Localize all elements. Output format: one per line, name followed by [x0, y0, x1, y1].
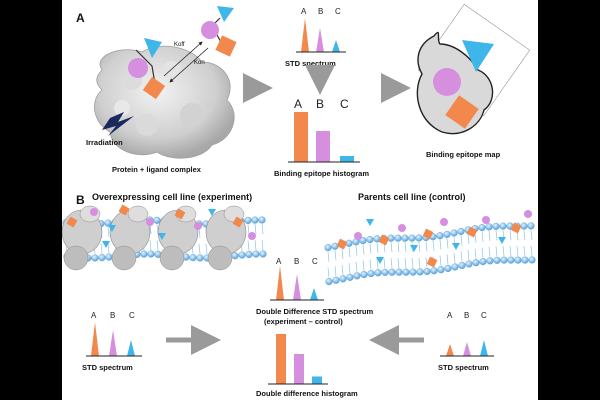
peak-label-b: B: [294, 257, 299, 266]
figure-svg: A Koff Kon Irradiation Protein + ligand …: [62, 3, 536, 398]
peak-label-b: B: [464, 311, 469, 320]
histogram-bar: [294, 112, 308, 162]
triangle-icon: [366, 219, 374, 226]
double-difference-spectrum: A B C: [270, 257, 324, 301]
histogram-label-a: Binding epitope histogram: [274, 169, 369, 178]
bound-ligand: [128, 38, 166, 100]
protein-surface: [94, 45, 235, 159]
irradiation-label: Irradiation: [86, 138, 123, 147]
square-icon: [118, 204, 130, 216]
free-ligand: [201, 6, 237, 57]
experiment-title: Overexpressing cell line (experiment): [92, 192, 252, 202]
circle-icon: [398, 224, 406, 232]
square-icon: [510, 222, 522, 234]
dd-histogram-label: Double difference histogram: [256, 389, 358, 398]
peak-label-a: A: [276, 257, 282, 266]
koff-label: Koff: [174, 42, 185, 48]
square-icon: [232, 216, 244, 228]
square-icon: [66, 216, 78, 228]
square-icon: [426, 256, 438, 268]
std-spectrum-a: A B C: [296, 7, 346, 53]
square-icon: [378, 234, 390, 246]
triangle-icon: [217, 6, 234, 22]
panel-b-label: B: [76, 193, 85, 207]
bar-label-c: C: [340, 97, 349, 111]
peak-label-b: B: [110, 311, 115, 320]
peak-label-c: C: [312, 257, 318, 266]
histogram-bar: [340, 156, 354, 162]
peak-label-c: C: [335, 7, 341, 16]
bar-label-a: A: [294, 97, 302, 111]
control-title: Parents cell line (control): [358, 192, 466, 202]
histogram-bar: [312, 376, 322, 384]
triangle-icon: [102, 241, 110, 248]
std-spectrum-right-label: STD spectrum: [438, 363, 489, 372]
triangle-icon: [376, 257, 384, 264]
circle-icon: [194, 222, 202, 230]
binding-epitope-histogram: [288, 112, 360, 163]
circle-icon: [482, 216, 490, 224]
square-icon: [445, 95, 479, 129]
binding-epitope-map: [416, 3, 531, 135]
triangle-icon: [144, 38, 162, 58]
figure-canvas: A Koff Kon Irradiation Protein + ligand …: [62, 0, 538, 400]
dd-spectrum-sub: (experiment – control): [264, 317, 343, 326]
square-icon: [336, 238, 348, 250]
circle-icon: [433, 68, 461, 96]
peak-label-a: A: [447, 311, 453, 320]
square-icon: [142, 76, 166, 100]
triangle-icon: [452, 243, 460, 250]
std-spectrum-experiment: A B C: [86, 311, 142, 357]
triangle-icon: [108, 225, 116, 232]
histogram-bar: [316, 131, 330, 162]
kinetics-arrows: [163, 41, 209, 83]
std-spectrum-left-label: STD spectrum: [82, 363, 133, 372]
circle-icon: [146, 218, 154, 226]
epitope-map-label: Binding epitope map: [426, 150, 501, 159]
circle-icon: [354, 232, 362, 240]
peak-label-b: B: [318, 7, 323, 16]
circle-icon: [201, 21, 219, 39]
triangle-icon: [208, 209, 216, 216]
triangle-icon: [410, 245, 418, 252]
triangle-icon: [462, 40, 494, 72]
lightning-icon: [102, 112, 134, 136]
triangle-icon: [158, 233, 166, 240]
peak-label-c: C: [129, 311, 135, 320]
kon-label: Kon: [194, 60, 205, 66]
peak-label-c: C: [481, 311, 487, 320]
std-spectrum-control: A B C: [440, 311, 494, 357]
std-spectrum-label-a: STD spectrum: [285, 59, 336, 68]
circle-icon: [128, 58, 148, 78]
experiment-membrane: [62, 204, 267, 271]
dd-spectrum-label: Double Difference STD spectrum: [256, 307, 373, 316]
circle-icon: [524, 210, 532, 218]
square-icon: [466, 226, 478, 238]
peak-label-a: A: [301, 7, 307, 16]
histogram-bar: [294, 354, 304, 384]
panel-a-label: A: [76, 11, 85, 25]
square-icon: [215, 35, 237, 57]
bar-label-b: B: [316, 97, 324, 111]
protein-ligand-label: Protein + ligand complex: [112, 165, 202, 174]
histogram-bar: [276, 334, 286, 384]
circle-icon: [440, 218, 448, 226]
circle-icon: [248, 232, 256, 240]
control-membrane: [324, 210, 536, 286]
triangle-icon: [498, 237, 506, 244]
double-difference-histogram: [268, 334, 328, 385]
square-icon: [422, 228, 434, 240]
circle-icon: [90, 208, 98, 216]
peak-label-a: A: [91, 311, 97, 320]
square-icon: [174, 208, 186, 220]
